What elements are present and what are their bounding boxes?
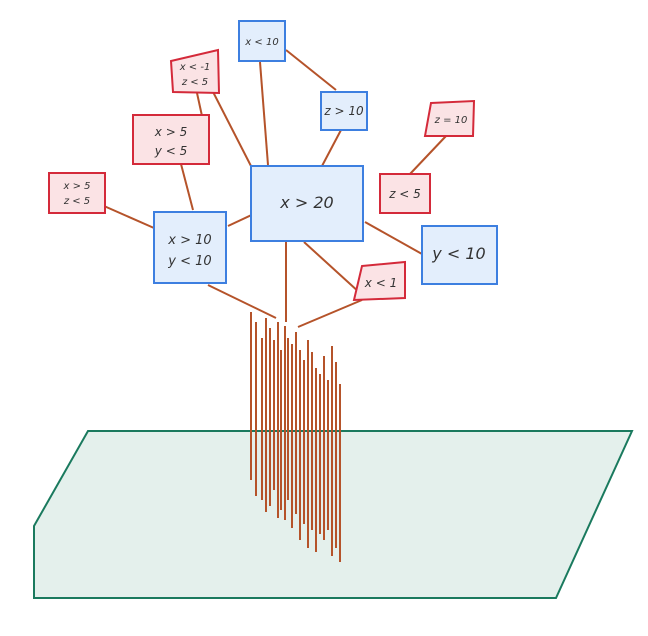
node-z-lt-5: z < 5 (379, 173, 431, 214)
node-x-gt5-label: x > 5 (154, 125, 187, 139)
branch-x-lt-10-to-z-gt-10 (285, 49, 337, 91)
node-y-lt10-label: y < 10 (167, 254, 211, 269)
node-x-ltm1-label: x < -1 (179, 62, 211, 73)
node-x-lt-1: x < 1 (352, 260, 406, 302)
node-y-lt-10-label: y < 10 (431, 244, 485, 263)
branch-root-to-z-gt-10 (321, 129, 342, 167)
branch-root-to-y-lt-10 (364, 221, 423, 255)
node-z-lt5b-label: z < 5 (63, 196, 90, 207)
node-z-lt5-label: z < 5 (181, 77, 208, 88)
node-x-lt-10: x < 10 (238, 20, 286, 62)
node-x-gt5-z-lt5: x > 5 z < 5 (48, 172, 106, 214)
node-x-lt-10-label: x < 10 (244, 37, 278, 48)
branch-x-lt-1-to-trunk (297, 299, 363, 328)
branches (103, 49, 447, 328)
node-x-gt10-y-lt10: x > 10 y < 10 (153, 211, 227, 284)
node-y-lt5-label: y < 5 (154, 144, 187, 158)
node-z-gt-10-label: z > 10 (323, 104, 364, 118)
branch-left-to-trunk (207, 284, 277, 319)
node-z-eq-10-label: z = 10 (434, 115, 468, 126)
trunk (250, 312, 341, 562)
branch-root-to-x-ltm1 (209, 85, 253, 169)
node-z-lt-5-label: z < 5 (388, 187, 421, 201)
node-x-gt5-y-lt5: x > 5 y < 5 (132, 114, 210, 165)
node-z-gt-10: z > 10 (320, 91, 368, 131)
branch-root-to-x-lt-1 (303, 241, 361, 294)
node-root: x > 20 (250, 165, 364, 242)
branch-x-ltm1-to-x-gt5 (196, 92, 203, 117)
branch-left-to-x-gt5-y-lt5 (180, 163, 194, 211)
node-y-lt-10: y < 10 (421, 225, 498, 285)
node-x-gt5b-label: x > 5 (62, 181, 90, 192)
node-x-lt-1-label: x < 1 (364, 276, 397, 290)
branch-z-eq-10-to-z-lt-5 (409, 135, 447, 175)
node-root-label: x > 20 (279, 193, 333, 212)
node-x-ltm1-z-lt5: x < -1 z < 5 (169, 48, 221, 95)
branch-root-to-x-lt-10 (259, 61, 269, 166)
node-x-gt10-label: x > 10 (167, 233, 211, 248)
branch-left-to-x-gt5-z-lt5 (103, 205, 155, 229)
node-z-eq-10: z = 10 (423, 99, 476, 137)
